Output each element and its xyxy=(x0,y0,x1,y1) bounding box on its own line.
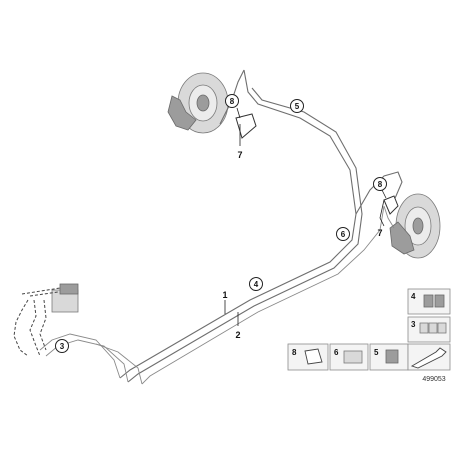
front-left-brake-disc xyxy=(167,72,229,134)
bracket-right xyxy=(379,195,399,227)
thumbnail-4: 4 xyxy=(407,288,451,315)
svg-text:4: 4 xyxy=(254,280,259,289)
svg-text:6: 6 xyxy=(334,348,339,357)
thumbnail-6: 6 xyxy=(329,343,369,371)
rear-right-brake-disc xyxy=(389,193,441,259)
main-brake-pipes xyxy=(39,69,403,385)
svg-text:4: 4 xyxy=(411,292,416,301)
thumbnail-8: 8 xyxy=(287,343,329,371)
label-2: 2 xyxy=(235,330,240,340)
thumbnail-3: 3 xyxy=(407,316,451,343)
svg-text:3: 3 xyxy=(411,320,416,329)
label-1: 1 xyxy=(222,290,227,300)
callout-8-right: 8 xyxy=(373,177,387,199)
svg-text:8: 8 xyxy=(378,180,383,189)
svg-text:3: 3 xyxy=(60,342,65,351)
callout-5: 5 xyxy=(290,99,304,113)
thumbnail-bracket-arrow xyxy=(407,343,451,371)
label-7-right: 7 xyxy=(377,228,382,238)
hydraulic-unit xyxy=(13,283,79,357)
svg-text:8: 8 xyxy=(292,348,297,357)
svg-text:5: 5 xyxy=(374,348,379,357)
svg-text:6: 6 xyxy=(341,230,346,239)
bracket-top xyxy=(235,113,257,146)
label-7-top: 7 xyxy=(237,150,242,160)
callout-8-top: 8 xyxy=(225,94,241,119)
thumbnail-5: 5 xyxy=(369,343,409,371)
front-left-caliper xyxy=(167,95,197,131)
svg-text:5: 5 xyxy=(295,102,300,111)
reference-number: 499053 xyxy=(422,376,445,383)
callout-6: 6 xyxy=(336,227,350,241)
callout-4: 4 xyxy=(249,277,263,291)
rear-right-caliper xyxy=(389,221,415,255)
callout-3: 3 xyxy=(55,339,69,353)
svg-text:8: 8 xyxy=(230,97,235,106)
